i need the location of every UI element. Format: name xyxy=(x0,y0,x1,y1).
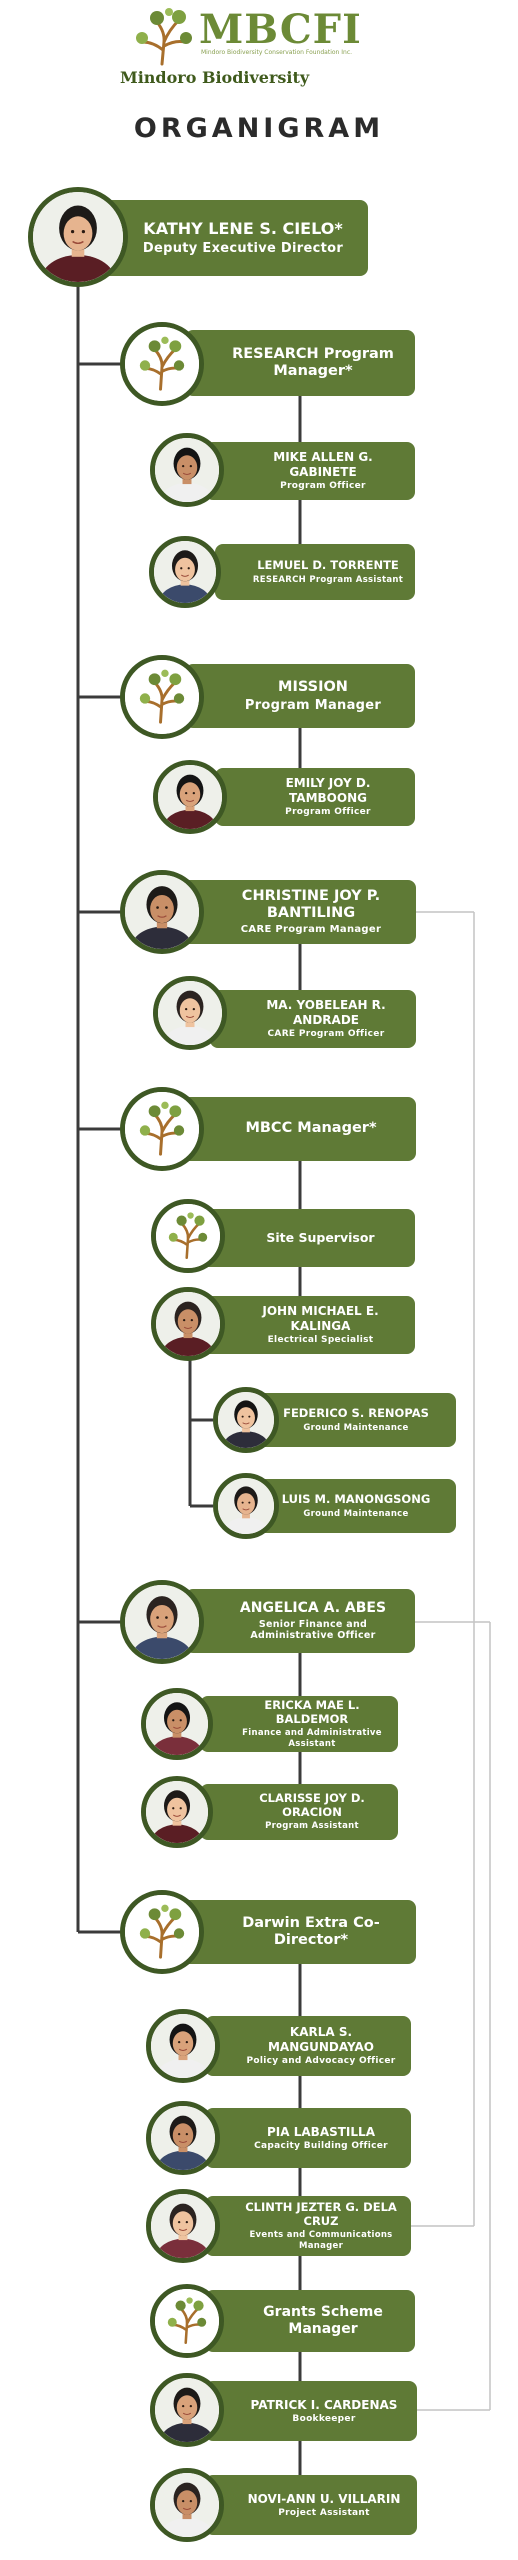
person-photo xyxy=(28,187,128,287)
person-name: KARLA S. MANGUNDAYAO xyxy=(267,2025,375,2054)
person-photo xyxy=(146,2101,220,2175)
person-name: Site Supervisor xyxy=(266,1229,375,1245)
person-photo xyxy=(120,870,204,954)
person-name: PATRICK I. CARDENAS xyxy=(250,2397,398,2412)
job-title: Program Officer xyxy=(280,480,366,491)
mbcfi-logo-icon xyxy=(120,322,204,406)
person-photo xyxy=(120,1580,204,1664)
person-photo xyxy=(153,976,227,1050)
person-name: NOVI-ANN U. VILLARIN xyxy=(247,2491,401,2506)
person-photo xyxy=(146,2189,220,2263)
person-photo xyxy=(213,1473,279,1539)
job-title: Program Manager xyxy=(244,697,382,713)
logo-wordmark: MBCFI xyxy=(199,6,362,53)
person-name: MA. YOBELEAH R. ANDRADE xyxy=(266,998,386,1027)
org-card: MBCC Manager* xyxy=(180,1097,416,1161)
mbcfi-logo-icon xyxy=(120,1087,204,1171)
logo-subtitle: Mindoro Biodiversity xyxy=(120,68,310,87)
mbcfi-logo-icon xyxy=(150,2284,224,2358)
job-title: Electrical Specialist xyxy=(267,1334,374,1345)
job-title: Senior Finance and Administrative Office… xyxy=(250,1618,376,1642)
person-name: RESEARCH Program Manager* xyxy=(232,345,394,379)
org-card: KATHY LENE S. CIELO* Deputy Executive Dir… xyxy=(92,200,368,276)
person-name: MIKE ALLEN G. GABINETE xyxy=(273,450,373,479)
person-name: CLINTH JEZTER G. DELA CRUZ xyxy=(245,2200,397,2228)
job-title: Ground Maintenance xyxy=(303,1422,409,1433)
job-title: Policy and Advocacy Officer xyxy=(246,2055,396,2066)
person-name: Darwin Extra Co-Director* xyxy=(242,1914,380,1948)
person-photo xyxy=(146,2009,220,2083)
person-name: ERICKA MAE L. BALDEMOR xyxy=(264,1698,360,1726)
org-card: CLARISSE JOY D. ORACION Program Assistant xyxy=(200,1784,398,1840)
person-name: ANGELICA A. ABES xyxy=(239,1600,387,1617)
person-photo xyxy=(150,2468,224,2542)
person-photo xyxy=(151,1287,225,1361)
person-name: LUIS M. MANONGSONG xyxy=(281,1492,431,1507)
mbcfi-logo-icon xyxy=(120,1890,204,1974)
org-card: MISSION Program Manager xyxy=(185,664,415,728)
person-photo xyxy=(213,1387,279,1453)
person-name: CHRISTINE JOY P. BANTILING xyxy=(241,887,381,921)
job-title: Deputy Executive Director xyxy=(142,240,344,256)
person-photo xyxy=(153,760,227,834)
person-name: JOHN MICHAEL E. KALINGA xyxy=(262,1304,379,1333)
org-card: Darwin Extra Co-Director* xyxy=(180,1900,416,1964)
job-title: CARE Program Officer xyxy=(267,1028,385,1039)
org-card: RESEARCH Program Manager* xyxy=(185,330,415,396)
job-title: Program Officer xyxy=(285,806,371,817)
job-title: Finance and Administrative Assistant xyxy=(242,1728,382,1749)
person-photo xyxy=(149,536,221,608)
person-photo xyxy=(150,433,224,507)
logo-tagline: Mindoro Biodiversity Conservation Founda… xyxy=(201,49,353,56)
tree-logo-icon xyxy=(136,8,192,66)
mbcfi-logo-icon xyxy=(151,1199,225,1273)
job-title: Program Assistant xyxy=(265,1821,359,1832)
mbcfi-logo-icon xyxy=(120,655,204,739)
job-title: Project Assistant xyxy=(278,2507,370,2518)
job-title: Capacity Building Officer xyxy=(254,2140,388,2151)
person-photo xyxy=(150,2373,224,2447)
org-card: CHRISTINE JOY P. BANTILING CARE Program M… xyxy=(180,880,416,944)
mbcfi-logo: MBCFI Mindoro Biodiversity Conservation … xyxy=(133,8,393,66)
job-title: Bookkeeper xyxy=(292,2413,356,2424)
person-name: LEMUEL D. TORRENTE xyxy=(257,558,399,573)
person-name: PIA LABASTILLA xyxy=(267,2124,375,2139)
person-name: MISSION xyxy=(278,678,348,695)
person-name: FEDERICO S. RENOPAS xyxy=(283,1406,429,1421)
person-name: CLARISSE JOY D. ORACION xyxy=(259,1791,365,1819)
person-name: EMILY JOY D. TAMBOONG xyxy=(285,776,371,805)
person-name: Grants Scheme Manager xyxy=(263,2304,383,2337)
person-name: KATHY LENE S. CIELO* xyxy=(143,218,343,238)
person-name: MBCC Manager* xyxy=(245,1120,377,1137)
person-photo xyxy=(141,1776,213,1848)
org-card: Grants Scheme Manager xyxy=(205,2290,415,2352)
job-title: RESEARCH Program Assistant xyxy=(252,574,404,585)
org-card: Site Supervisor xyxy=(200,1209,415,1267)
job-title: Events and Communications Manager xyxy=(249,2230,393,2251)
job-title: Ground Maintenance xyxy=(303,1508,409,1519)
job-title: CARE Program Manager xyxy=(240,924,382,936)
person-photo xyxy=(141,1688,213,1760)
page-title: ORGANIGRAM xyxy=(133,113,385,144)
